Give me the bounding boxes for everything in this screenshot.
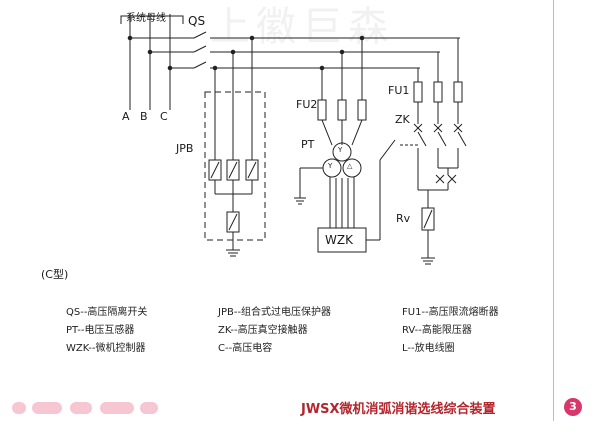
bus-bracket <box>120 15 184 24</box>
legend-item: QS--高压隔离开关 <box>66 307 148 318</box>
bus-label: 系统母线 <box>126 13 166 24</box>
zk-blade-3 <box>457 131 467 147</box>
legend-item: WZK--微机控制器 <box>66 343 146 354</box>
footer-title: JWSX微机消弧消谐选线综合装置 <box>301 402 496 417</box>
pt-y1-label: Y <box>338 146 343 154</box>
phase-b-label: B <box>140 110 148 123</box>
pt-ground <box>294 197 306 205</box>
legend-item: ZK--高压真空接触器 <box>218 325 308 336</box>
phase-a-label: A <box>122 110 130 123</box>
qs-blade-a <box>193 31 207 39</box>
legend-item: C--高压电容 <box>218 343 273 354</box>
node-c <box>167 65 173 71</box>
pt-coil-right <box>342 158 362 178</box>
legend-item: L--放电线圈 <box>402 343 455 354</box>
phase-c-label: C <box>160 110 168 123</box>
node-b <box>147 49 153 55</box>
rv-ground <box>421 257 435 265</box>
zk-blade-2 <box>437 131 447 147</box>
qs-blade-c <box>193 61 207 69</box>
fu1-fuse-3 <box>453 81 463 103</box>
legend-item: JPB--组合式过电压保护器 <box>218 307 332 318</box>
wzk-control-line <box>379 139 396 161</box>
qs-blade-b <box>193 45 207 53</box>
pt-label: PT <box>301 138 315 151</box>
fu2-fuse-2 <box>337 99 347 121</box>
model-label: (C型) <box>41 268 69 281</box>
wzk-label: WZK <box>325 233 353 247</box>
jpb-label: JPB <box>176 142 194 155</box>
fu1-fuse-1 <box>413 81 423 103</box>
qs-label: QS <box>188 14 206 28</box>
page-number-badge: 3 <box>564 398 582 416</box>
node-a <box>127 35 133 41</box>
fu1-fuse-2 <box>433 81 443 103</box>
zk-blade-1 <box>417 131 427 147</box>
pt-y2-label: Y <box>328 162 333 170</box>
legend-item: FU1--高压限流熔断器 <box>402 307 499 318</box>
rv-label: Rv <box>396 212 411 225</box>
zk-label: ZK <box>395 113 410 126</box>
jpb-box <box>204 91 266 241</box>
fu2-label: FU2 <box>296 98 318 111</box>
jpb-ground <box>226 249 240 257</box>
legend-item: RV--高能限压器 <box>402 325 472 336</box>
pt-coil-top <box>332 142 352 162</box>
wiring-diagram <box>120 14 467 265</box>
fu2-fuse-3 <box>357 99 367 121</box>
legend-item: PT--电压互感器 <box>66 325 135 336</box>
pt-delta-label: △ <box>347 162 353 170</box>
right-rule <box>553 0 554 421</box>
watermark: 上徽巨森 <box>210 4 394 50</box>
fu1-label: FU1 <box>388 84 410 97</box>
fu2-fuse-1 <box>317 99 327 121</box>
footer-decoration <box>12 402 162 414</box>
